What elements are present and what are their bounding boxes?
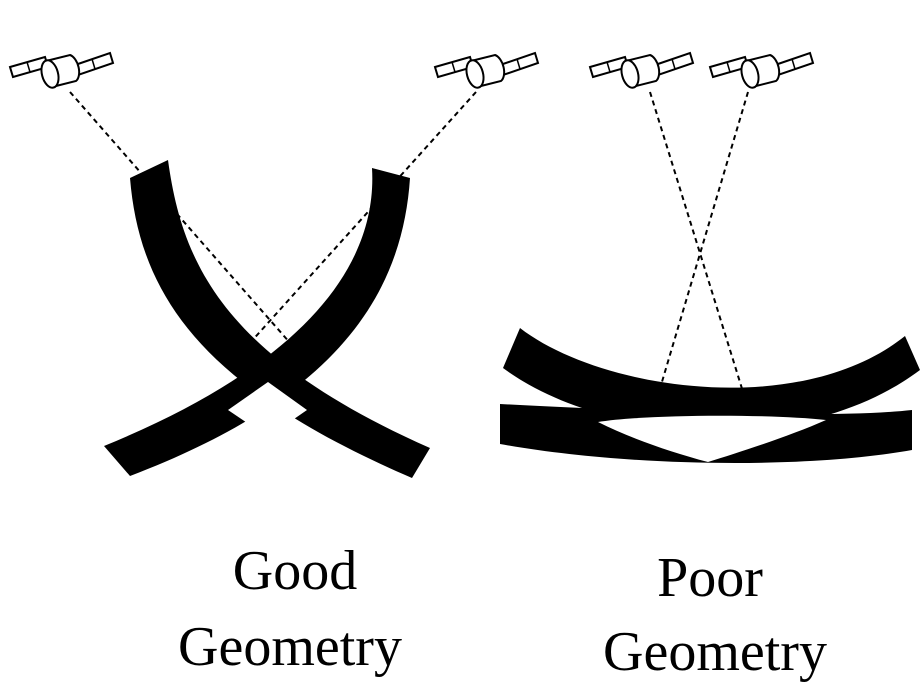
good-geometry-figure [10,53,538,478]
poor-geometry-caption-line1: Poor [610,550,810,606]
poor-geometry-caption-line2: Geometry [570,624,860,680]
satellite-icon [590,53,693,90]
satellite-icon [435,53,538,90]
satellite-icon [10,53,113,90]
good-geometry-caption-line2: Geometry [140,619,440,675]
satellite-icon [710,53,813,90]
poor-geometry-figure [500,53,920,463]
poor-right-ray [656,92,748,402]
good-geometry-caption-line1: Good [195,543,395,599]
